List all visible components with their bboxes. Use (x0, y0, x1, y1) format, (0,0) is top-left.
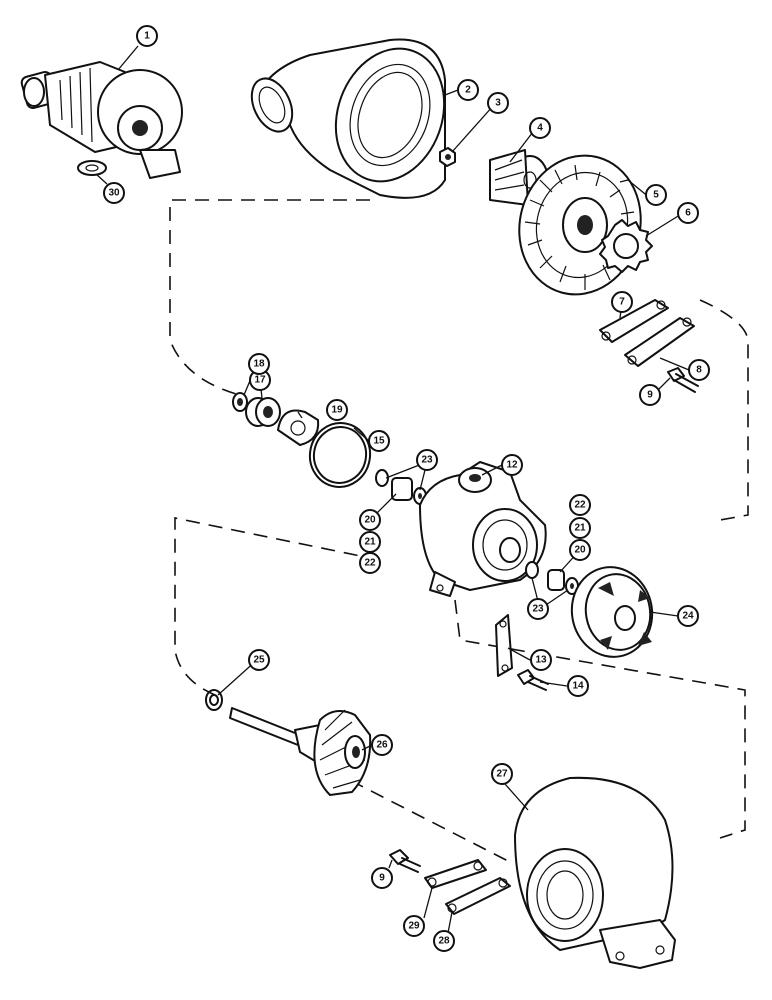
callout-21-left: 21 (359, 531, 381, 553)
callout-9-upper: 9 (639, 384, 661, 406)
compressor-housing-part (250, 38, 446, 199)
callout-21-left-label: 21 (364, 537, 376, 548)
bolt-part-upper (667, 367, 699, 393)
callout-5-label: 5 (653, 190, 659, 201)
callout-21-right: 21 (569, 517, 591, 539)
lock-plate-part (599, 299, 669, 343)
callout-28: 28 (433, 930, 455, 952)
callout-4-label: 4 (537, 123, 543, 134)
callout-22-right: 22 (569, 494, 591, 516)
callout-30-label: 30 (108, 188, 120, 199)
seal-ring-part (232, 392, 248, 412)
bolt-part-bottom (389, 849, 421, 873)
callout-1-label: 1 (144, 31, 150, 42)
callout-9-bottom: 9 (371, 867, 393, 889)
nut-part (439, 147, 456, 167)
callout-20-right: 20 (569, 539, 591, 561)
callout-20-right-label: 20 (574, 545, 586, 556)
callout-24-label: 24 (682, 611, 694, 622)
callout-29: 29 (403, 915, 425, 937)
clamp-plate-lower-b-part (445, 877, 511, 915)
callout-3-label: 3 (495, 98, 501, 109)
retainer-part (599, 219, 653, 273)
o-ring-part (308, 422, 372, 488)
callout-2-label: 2 (465, 85, 471, 96)
callout-18-label: 18 (253, 359, 265, 370)
bearing-group-right-part (525, 561, 579, 595)
callout-19-label: 19 (331, 405, 343, 416)
callout-13: 13 (530, 649, 552, 671)
callout-20-left-label: 20 (364, 515, 376, 526)
callout-7-label: 7 (619, 297, 625, 308)
center-housing-part (419, 461, 547, 597)
callout-14-label: 14 (572, 681, 584, 692)
turbine-wheel-shaft-part (229, 707, 372, 796)
callout-7: 7 (611, 291, 633, 313)
callout-8: 8 (688, 359, 710, 381)
callout-14: 14 (567, 675, 589, 697)
callout-3: 3 (487, 92, 509, 114)
callout-12: 12 (501, 454, 523, 476)
thrust-sleeve-part (245, 397, 281, 427)
callout-26-label: 26 (376, 740, 388, 751)
callout-24: 24 (677, 605, 699, 627)
callout-2: 2 (457, 79, 479, 101)
callout-27: 27 (491, 763, 513, 785)
callout-15-label: 15 (373, 436, 385, 447)
callout-22-right-label: 22 (574, 500, 586, 511)
callout-27-label: 27 (496, 769, 508, 780)
callout-20-left: 20 (359, 509, 381, 531)
callout-4: 4 (529, 117, 551, 139)
callout-25: 25 (248, 649, 270, 671)
callout-13-label: 13 (535, 655, 547, 666)
lower-assembly-dashed-boundary (174, 517, 746, 863)
callout-12-label: 12 (506, 460, 518, 471)
callout-23-right: 23 (527, 598, 549, 620)
callout-23-left: 23 (416, 449, 438, 471)
clamp-plate-lower-a-part (424, 859, 487, 889)
clamp-plate-part (624, 317, 695, 367)
callout-19: 19 (326, 399, 348, 421)
callout-6: 6 (677, 202, 699, 224)
callout-6-label: 6 (685, 208, 691, 219)
callout-1: 1 (136, 25, 158, 47)
callout-23-left-label: 23 (421, 455, 433, 466)
callout-26: 26 (371, 734, 393, 756)
callout-15: 15 (368, 430, 390, 452)
heat-shield-part (570, 566, 654, 658)
callout-5: 5 (645, 184, 667, 206)
callout-30: 30 (103, 182, 125, 204)
turbine-housing-part (514, 776, 676, 969)
callout-23-right-label: 23 (532, 604, 544, 615)
callout-9-bottom-label: 9 (379, 873, 385, 884)
callout-17-label: 17 (254, 375, 266, 386)
callout-8-label: 8 (696, 365, 702, 376)
turbocharger-assembly-part (20, 61, 183, 179)
bearing-group-left-part (375, 469, 427, 505)
gasket-part (77, 160, 107, 176)
callout-28-label: 28 (438, 936, 450, 947)
thrust-bearing-part (277, 409, 320, 446)
callout-22-left: 22 (359, 552, 381, 574)
callout-21-right-label: 21 (574, 523, 586, 534)
bolt-part-lower (517, 669, 549, 691)
callout-25-label: 25 (253, 655, 265, 666)
callout-17: 17 (249, 369, 271, 391)
lock-plate-lower-part (495, 614, 513, 677)
callout-18: 18 (248, 353, 270, 375)
callout-29-label: 29 (408, 921, 420, 932)
upper-assembly-dashed-boundary (169, 199, 749, 521)
callout-22-left-label: 22 (364, 558, 376, 569)
callout-9-upper-label: 9 (647, 390, 653, 401)
piston-ring-part (205, 689, 223, 711)
